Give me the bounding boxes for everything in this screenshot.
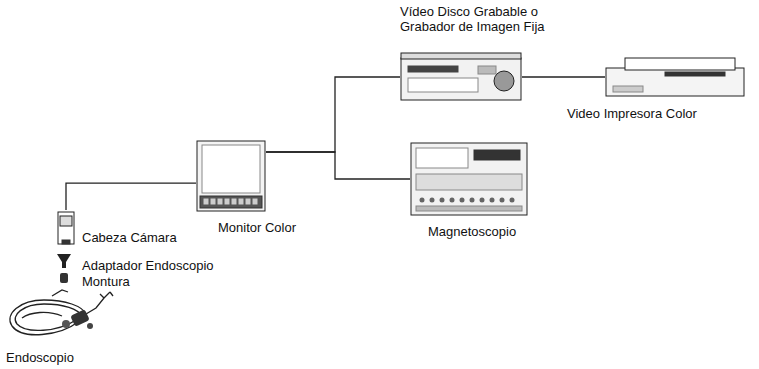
device-label: Video Impresora Color bbox=[567, 106, 697, 121]
cable-line bbox=[266, 152, 410, 179]
device-node: Vídeo Disco Grabable o Grabador de Image… bbox=[400, 52, 522, 102]
cable-line bbox=[522, 77, 605, 78]
device-drawing bbox=[410, 142, 528, 216]
mount-icon bbox=[60, 273, 68, 283]
device-drawing bbox=[56, 210, 76, 246]
device-drawing bbox=[196, 140, 266, 212]
device-drawing bbox=[605, 56, 745, 98]
device-label: Cabeza Cámara bbox=[82, 230, 177, 245]
endoscope-handle bbox=[62, 309, 93, 329]
device-node: Video Impresora Color bbox=[605, 56, 745, 98]
device-label: Monitor Color bbox=[218, 220, 296, 235]
cable-line bbox=[266, 77, 400, 152]
cable-line bbox=[66, 183, 196, 210]
part-label: Adaptador Endoscopio bbox=[82, 258, 214, 273]
part-label: Endoscopio bbox=[6, 350, 74, 365]
device-label: Vídeo Disco Grabable o Grabador de Image… bbox=[400, 4, 568, 34]
device-drawing bbox=[400, 52, 522, 102]
device-node: Magnetoscopio bbox=[410, 142, 528, 216]
part-label: Montura bbox=[82, 274, 130, 289]
device-node: Monitor Color bbox=[196, 140, 266, 212]
adapter-icon bbox=[57, 254, 71, 268]
device-label: Magnetoscopio bbox=[428, 224, 516, 239]
device-node: Cabeza Cámara bbox=[56, 210, 76, 246]
endoscope-drawing bbox=[10, 290, 113, 335]
